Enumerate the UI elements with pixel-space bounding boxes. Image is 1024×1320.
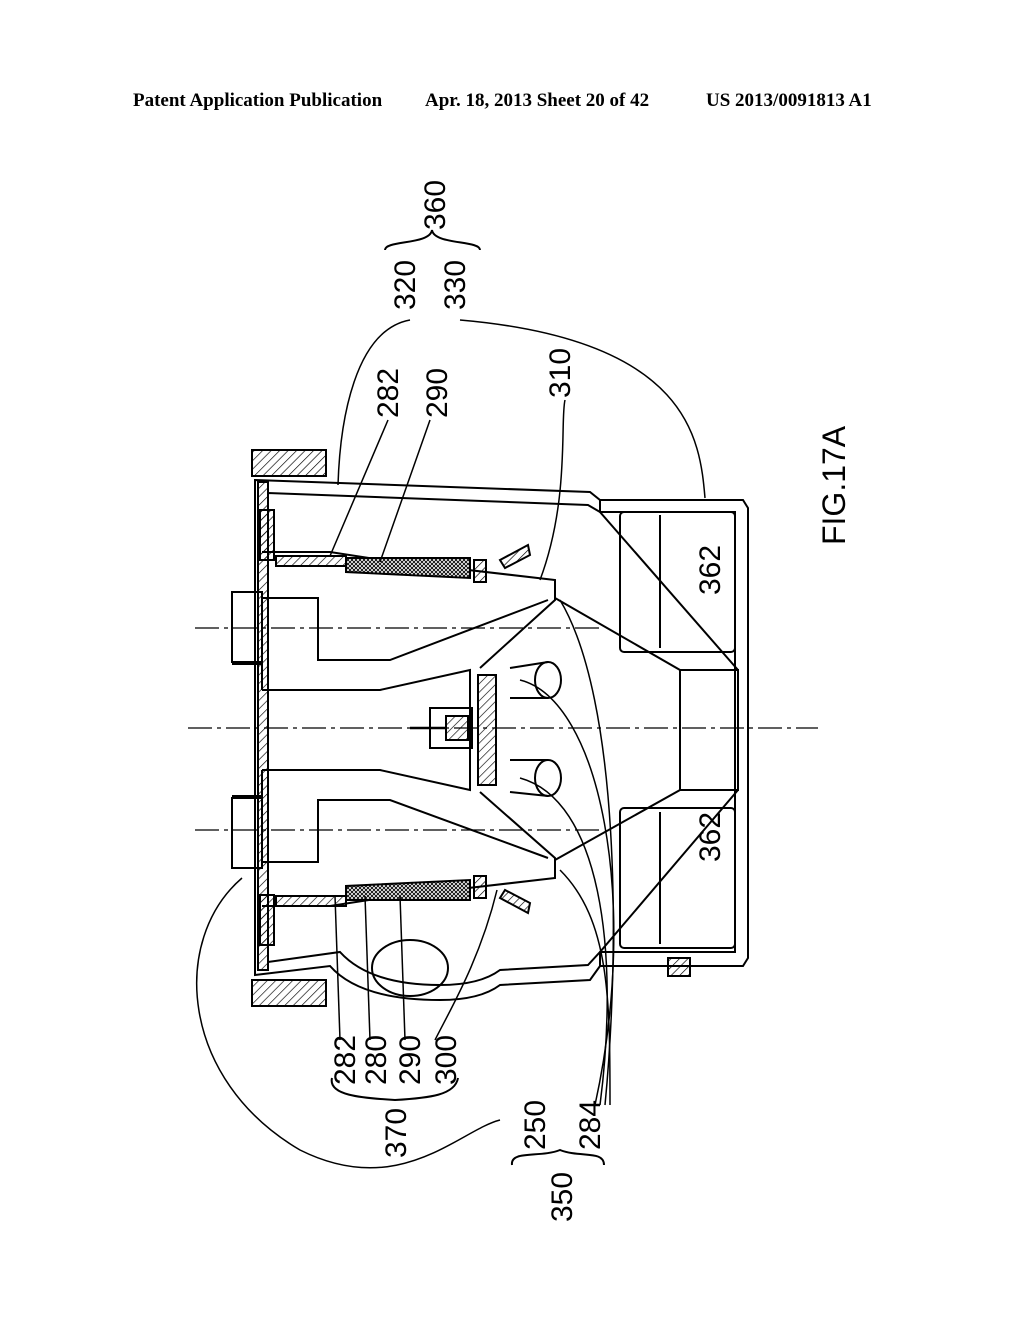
label-290-bottom: 290 xyxy=(394,1035,427,1085)
label-320: 320 xyxy=(389,260,422,310)
date-and-sheet: Apr. 18, 2013 Sheet 20 of 42 xyxy=(425,90,650,111)
label-280: 280 xyxy=(360,1035,393,1085)
label-370: 370 xyxy=(380,1108,413,1158)
label-300: 300 xyxy=(430,1035,463,1085)
label-284: 284 xyxy=(574,1100,607,1150)
label-290-top: 290 xyxy=(421,368,454,418)
label-310: 310 xyxy=(544,348,577,398)
label-282-top: 282 xyxy=(372,368,405,418)
label-362-top: 362 xyxy=(694,545,727,595)
label-330: 330 xyxy=(439,260,472,310)
label-362-bottom: 362 xyxy=(694,812,727,862)
publication-title: Patent Application Publication xyxy=(133,90,383,111)
label-250: 250 xyxy=(519,1100,552,1150)
reference-labels: 360 320 330 282 290 310 362 362 282 280 … xyxy=(329,180,852,1222)
figure-caption: FIG.17A xyxy=(816,425,852,545)
patent-number: US 2013/0091813 A1 xyxy=(706,90,872,111)
label-350: 350 xyxy=(546,1172,579,1222)
device-cross-section xyxy=(188,229,818,1169)
label-282-bottom: 282 xyxy=(329,1035,362,1085)
label-360: 360 xyxy=(419,180,452,230)
